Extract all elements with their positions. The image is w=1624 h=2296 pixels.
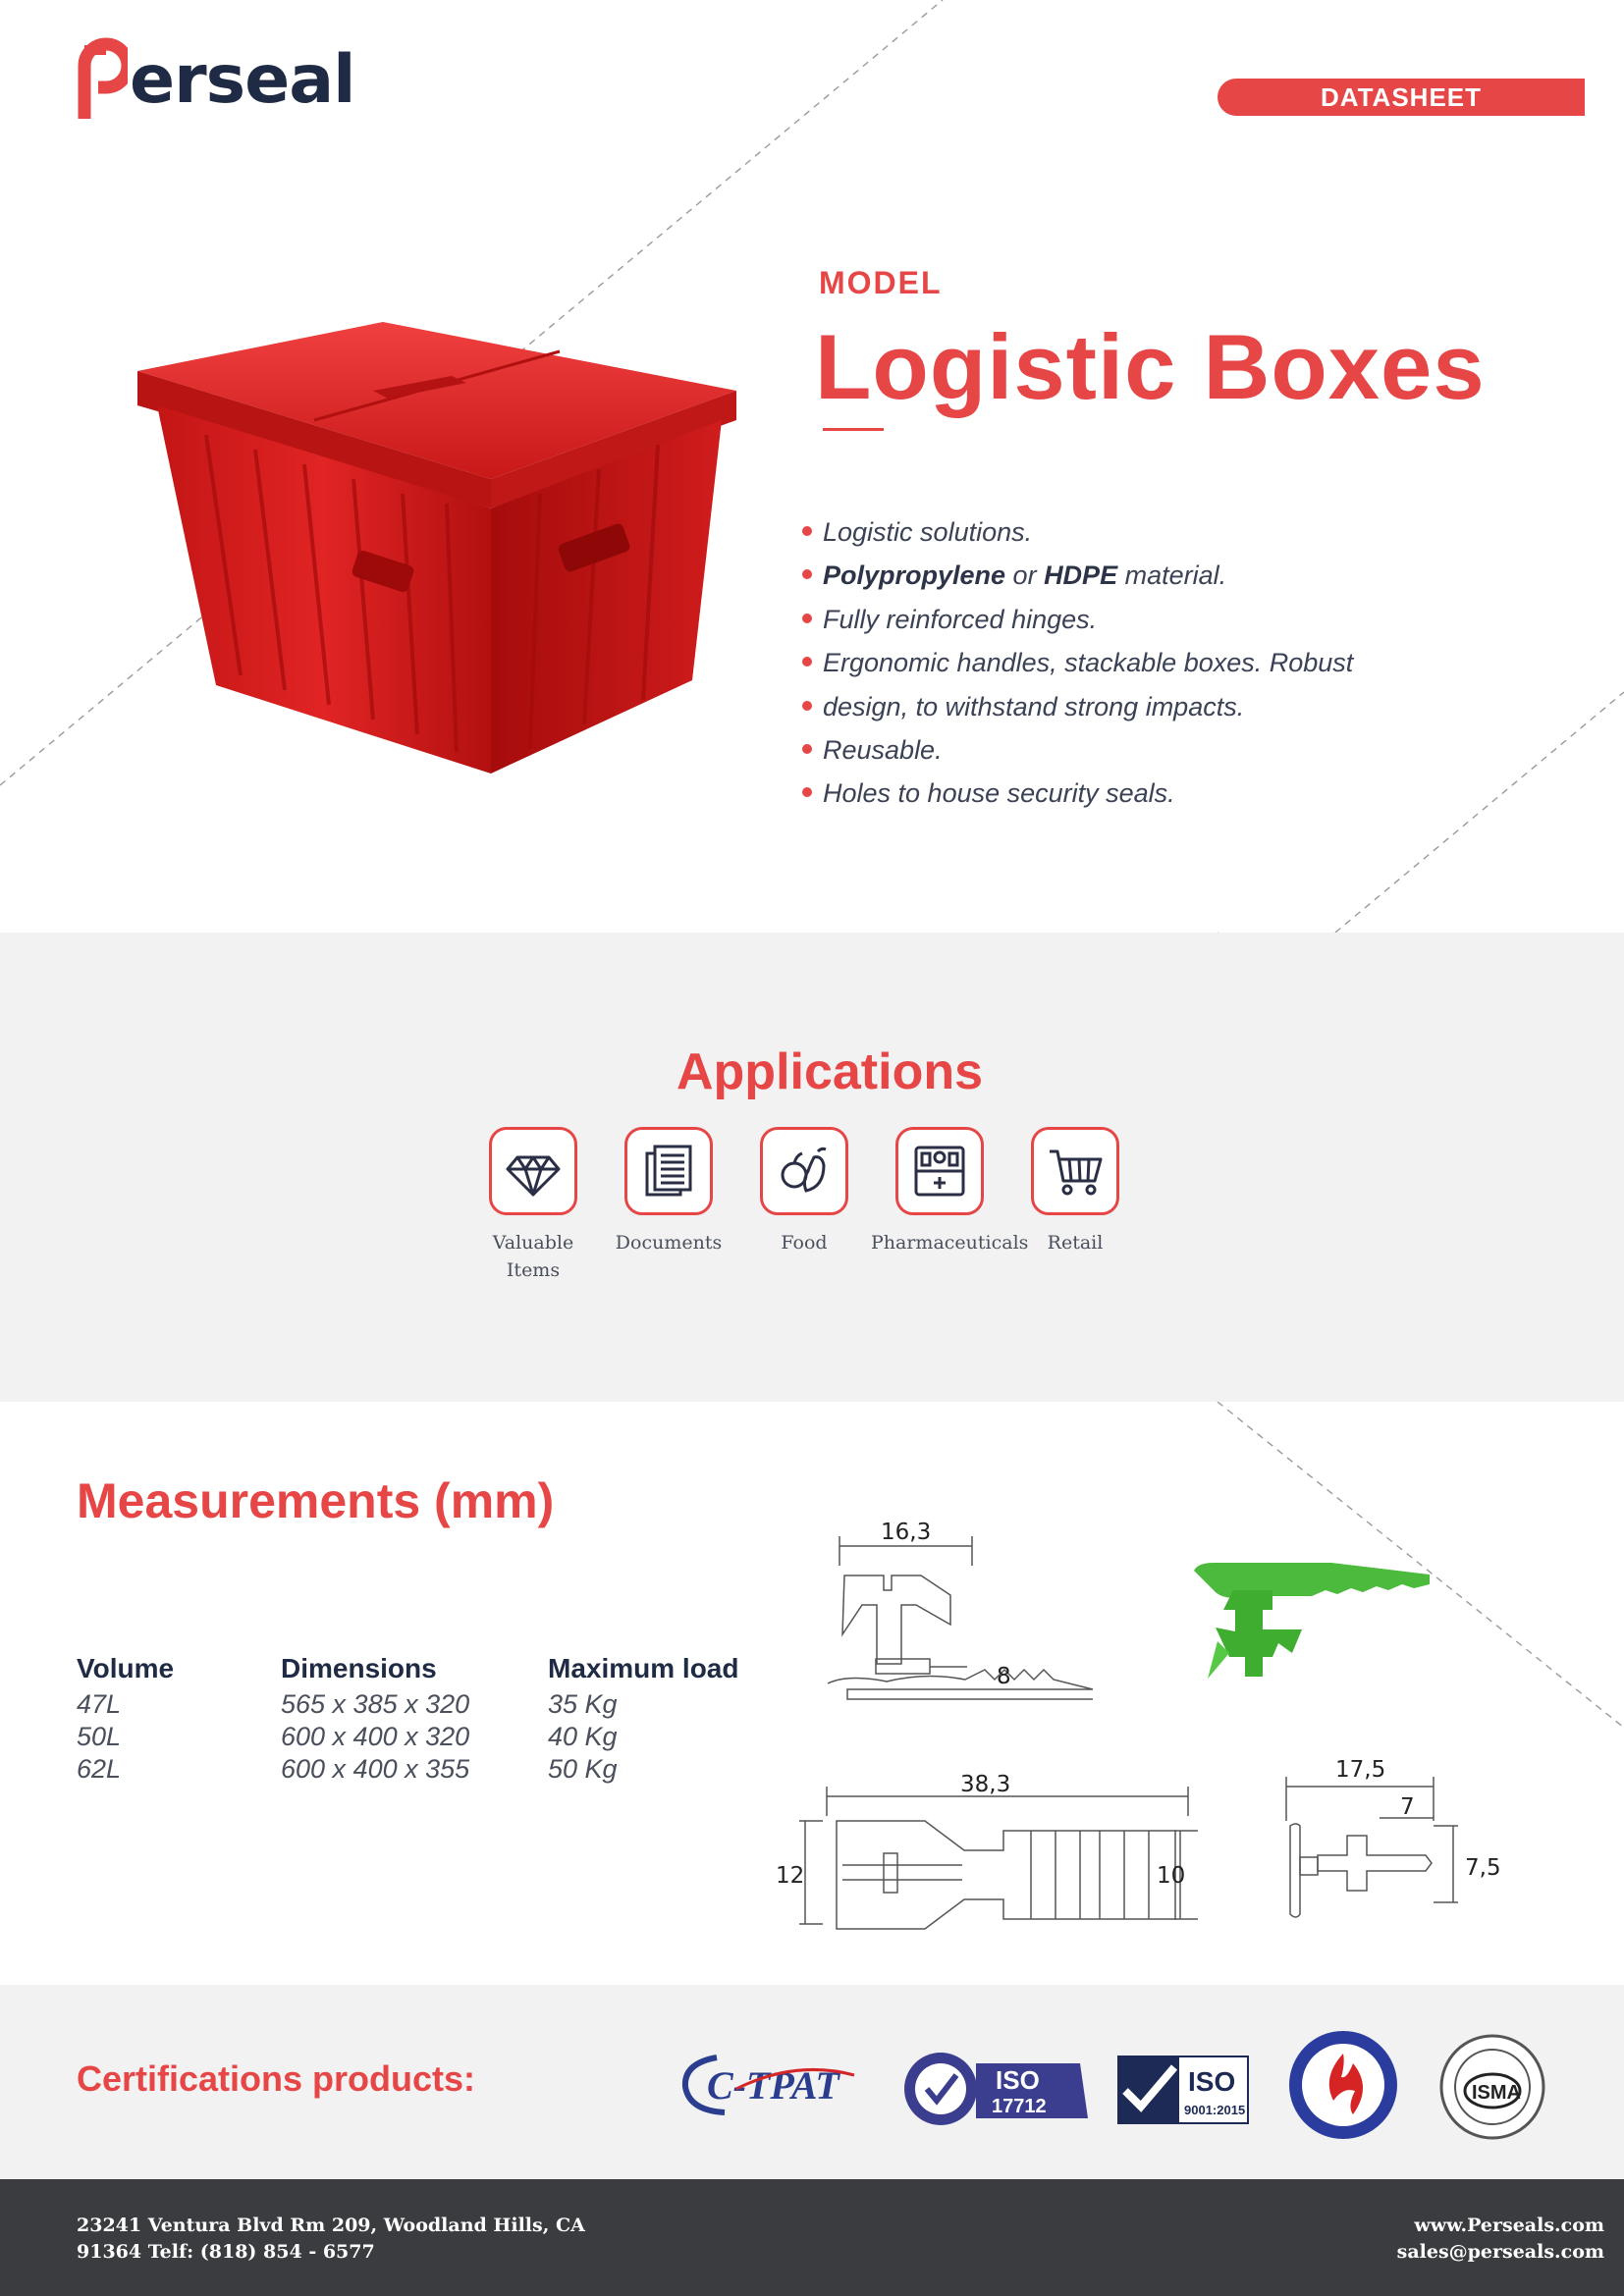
perseal-logo-mark-icon <box>78 37 128 119</box>
header-volume: Volume <box>77 1653 175 1683</box>
app-label: Food <box>781 1232 828 1254</box>
measurements-title: Measurements (mm) <box>77 1473 555 1528</box>
diamond-icon <box>489 1127 577 1215</box>
applications-title: Applications <box>676 1043 984 1100</box>
seal-side-drawing: 17,5 7 7,5 <box>1285 1757 1501 1918</box>
header-dimensions: Dimensions <box>281 1653 437 1683</box>
cell-load: 50 Kg <box>548 1754 618 1784</box>
iso-text: ISO <box>996 2065 1040 2095</box>
app-label: Pharmaceuticals <box>871 1232 1029 1254</box>
dim-side-width: 17,5 <box>1335 1757 1385 1783</box>
documents-icon <box>624 1127 713 1215</box>
feature-item: Reusable. <box>799 728 1585 772</box>
food-icon <box>760 1127 848 1215</box>
brand-wordmark: erseal <box>130 40 355 119</box>
dim-left-height: 12 <box>776 1863 804 1889</box>
iso-9001-text: ISO <box>1188 2066 1235 2097</box>
dim-right-height: 10 <box>1157 1863 1185 1889</box>
dim-side-height: 7,5 <box>1465 1855 1501 1881</box>
dim-side-inner: 7 <box>1400 1794 1415 1820</box>
cell-load: 35 Kg <box>548 1689 618 1719</box>
dim-stem: 8 <box>997 1664 1011 1689</box>
cell-volume: 50L <box>77 1722 122 1751</box>
address-line-1: 23241 Ventura Blvd Rm 209, Woodland Hill… <box>77 2215 585 2236</box>
footer: 23241 Ventura Blvd Rm 209, Woodland Hill… <box>0 2179 1624 2296</box>
application-retail: Retail <box>1006 1127 1144 1256</box>
table-row: 50L 600 x 400 x 320 40 Kg <box>77 1721 784 1753</box>
iso-9001-sub-text: 9001:2015 <box>1184 2103 1245 2117</box>
cell-load: 40 Kg <box>548 1722 618 1751</box>
isma-text: ISMA <box>1472 2082 1521 2104</box>
feature-list: Logistic solutions. Polypropylene or HDP… <box>799 510 1585 816</box>
table-header-row: Volume Dimensions Maximum load <box>77 1649 784 1688</box>
pharmacy-icon <box>895 1127 984 1215</box>
ctpat-logo: C-TPAT <box>681 2055 855 2115</box>
feature-item: Polypropylene or HDPE material. <box>799 554 1585 597</box>
app-label: Documents <box>615 1232 723 1254</box>
certifications-title: Certifications products: <box>77 2058 476 2099</box>
footer-address: 23241 Ventura Blvd Rm 209, Woodland Hill… <box>77 2213 585 2266</box>
feature-item: design, to withstand strong impacts. <box>799 685 1585 728</box>
address-line-2: 91364 Telf: (818) 854 - 6577 <box>77 2241 375 2263</box>
dim-top-width: 16,3 <box>881 1520 931 1545</box>
feature-item: Holes to house security seals. <box>799 772 1585 815</box>
cell-dimensions: 600 x 400 x 355 <box>281 1754 470 1784</box>
app-label: Retail <box>1047 1232 1104 1254</box>
iso-9001-logo: ISO 9001:2015 <box>1117 2056 1249 2124</box>
cell-volume: 47L <box>77 1689 122 1719</box>
feature-item: Fully reinforced hinges. <box>799 598 1585 641</box>
seal-front-drawing: 16,3 8 <box>827 1520 1094 1700</box>
logistic-box-image <box>137 322 736 774</box>
dim-length: 38,3 <box>960 1772 1010 1797</box>
isma-logo: ISMA <box>1439 2034 1545 2140</box>
green-seal-image <box>1194 1563 1430 1679</box>
model-label: MODEL <box>819 265 943 300</box>
table-row: 62L 600 x 400 x 355 50 Kg <box>77 1753 784 1786</box>
feature-item: Ergonomic handles, stackable boxes. Robu… <box>799 641 1585 684</box>
feature-item: Logistic solutions. <box>799 510 1585 554</box>
iso-sub-text: 17712 <box>992 2096 1047 2117</box>
app-label: Valuable <box>492 1232 574 1254</box>
title-underline <box>823 428 884 431</box>
iso-17712-logo: ISO 17712 <box>904 2053 1088 2125</box>
datasheet-badge: DATASHEET <box>1218 79 1585 116</box>
product-title: Logistic Boxes <box>815 315 1486 418</box>
app-label-2: Items <box>506 1259 561 1281</box>
website-link[interactable]: www.Perseals.com <box>1414 2215 1604 2236</box>
header-max-load: Maximum load <box>548 1653 739 1683</box>
seal-bottom-drawing: 38,3 12 10 <box>776 1772 1198 1930</box>
perseal-logo[interactable]: erseal <box>77 35 355 124</box>
cell-dimensions: 565 x 385 x 320 <box>281 1689 470 1719</box>
email-link[interactable]: sales@perseals.com <box>1396 2241 1604 2263</box>
cell-volume: 62L <box>77 1754 122 1784</box>
china-association-seal <box>1289 2031 1397 2139</box>
application-food: Food <box>735 1127 873 1256</box>
footer-contact: www.Perseals.com sales@perseals.com <box>1397 2213 1604 2266</box>
cell-dimensions: 600 x 400 x 320 <box>281 1722 470 1751</box>
application-pharmaceuticals: Pharmaceuticals <box>871 1127 1028 1256</box>
application-documents: Documents <box>600 1127 737 1256</box>
table-row: 47L 565 x 385 x 320 35 Kg <box>77 1688 784 1721</box>
measurements-table: Volume Dimensions Maximum load 47L 565 x… <box>77 1649 784 1786</box>
shopping-cart-icon <box>1031 1127 1119 1215</box>
